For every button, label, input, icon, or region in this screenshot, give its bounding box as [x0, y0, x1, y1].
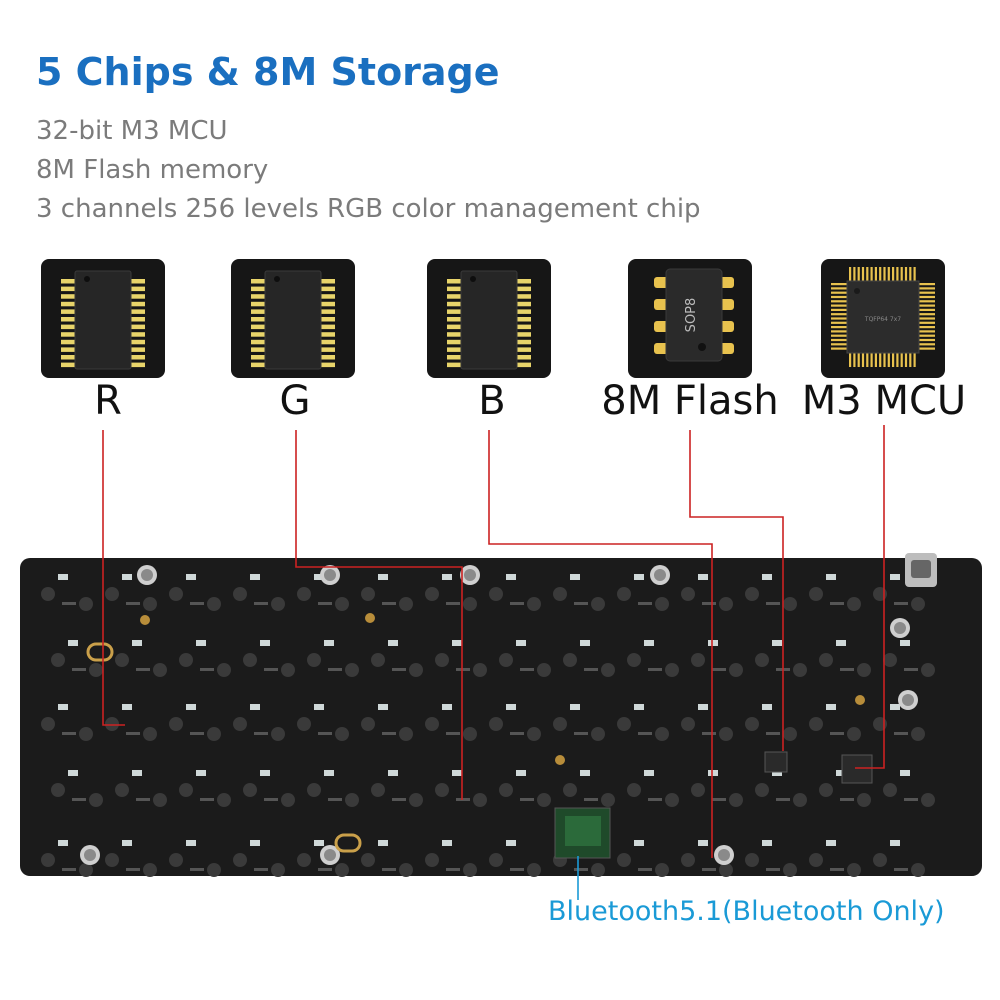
- r-chip-image: [41, 259, 165, 378]
- usb-port: [905, 553, 937, 587]
- leader-lines: [102, 425, 885, 858]
- r-leader-line: [102, 430, 125, 726]
- mcu-chip-icon: TQFP64 7x7: [831, 267, 935, 367]
- bluetooth-label: Bluetooth5.1(Bluetooth Only): [548, 896, 945, 927]
- chip-label-g: G: [279, 378, 311, 424]
- chip-label-b: B: [478, 378, 506, 424]
- flash-package-text: SOP8: [684, 298, 699, 333]
- chip-label-r: R: [94, 378, 122, 424]
- mcu-chip-image: TQFP64 7x7: [821, 259, 945, 378]
- pcb-board: [20, 558, 982, 876]
- feature-mcu: 32-bit M3 MCU: [36, 116, 228, 146]
- chip-label-mcu: M3 MCU: [801, 378, 967, 424]
- chip-label-flash: 8M Flash: [601, 378, 779, 424]
- page-title: 5 Chips & 8M Storage: [36, 50, 500, 94]
- bluetooth-module: [554, 807, 611, 859]
- mcu-leader-line: [855, 425, 885, 769]
- feature-flash: 8M Flash memory: [36, 155, 269, 185]
- flash-chip-icon: SOP8: [654, 268, 734, 362]
- ic-chip-icon: [251, 270, 335, 370]
- mcu-package-text: TQFP64 7x7: [864, 316, 901, 323]
- feature-rgb: 3 channels 256 levels RGB color manageme…: [36, 194, 701, 224]
- flash-chip-image: SOP8: [628, 259, 752, 378]
- g-leader-line: [295, 430, 463, 800]
- b-chip-image: [427, 259, 551, 378]
- b-leader-line: [488, 430, 713, 858]
- flash-leader-line: [689, 430, 784, 751]
- g-chip-image: [231, 259, 355, 378]
- ic-chip-icon: [447, 270, 531, 370]
- ic-chip-icon: [61, 270, 145, 370]
